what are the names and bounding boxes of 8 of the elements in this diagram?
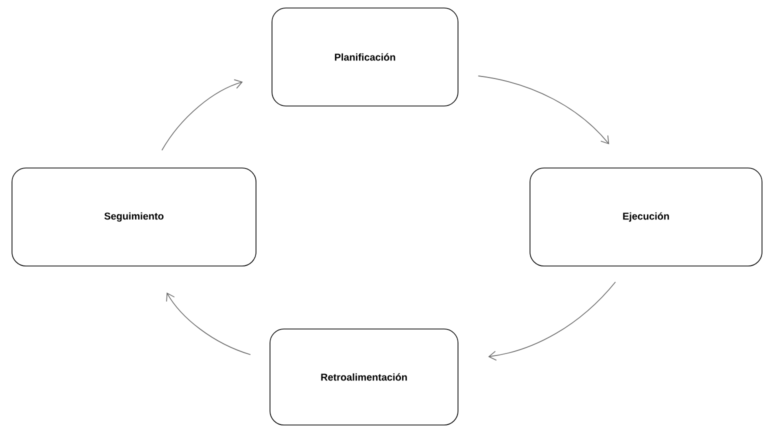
arrow: [166, 292, 251, 356]
process-box: Retroalimentación: [270, 328, 458, 426]
process-box: Seguimiento: [12, 168, 256, 266]
process-box: Ejecución: [530, 168, 762, 266]
arrow: [162, 79, 243, 151]
arrow: [478, 76, 610, 144]
arrow: [488, 282, 616, 361]
process-box: Planificación: [272, 8, 458, 106]
